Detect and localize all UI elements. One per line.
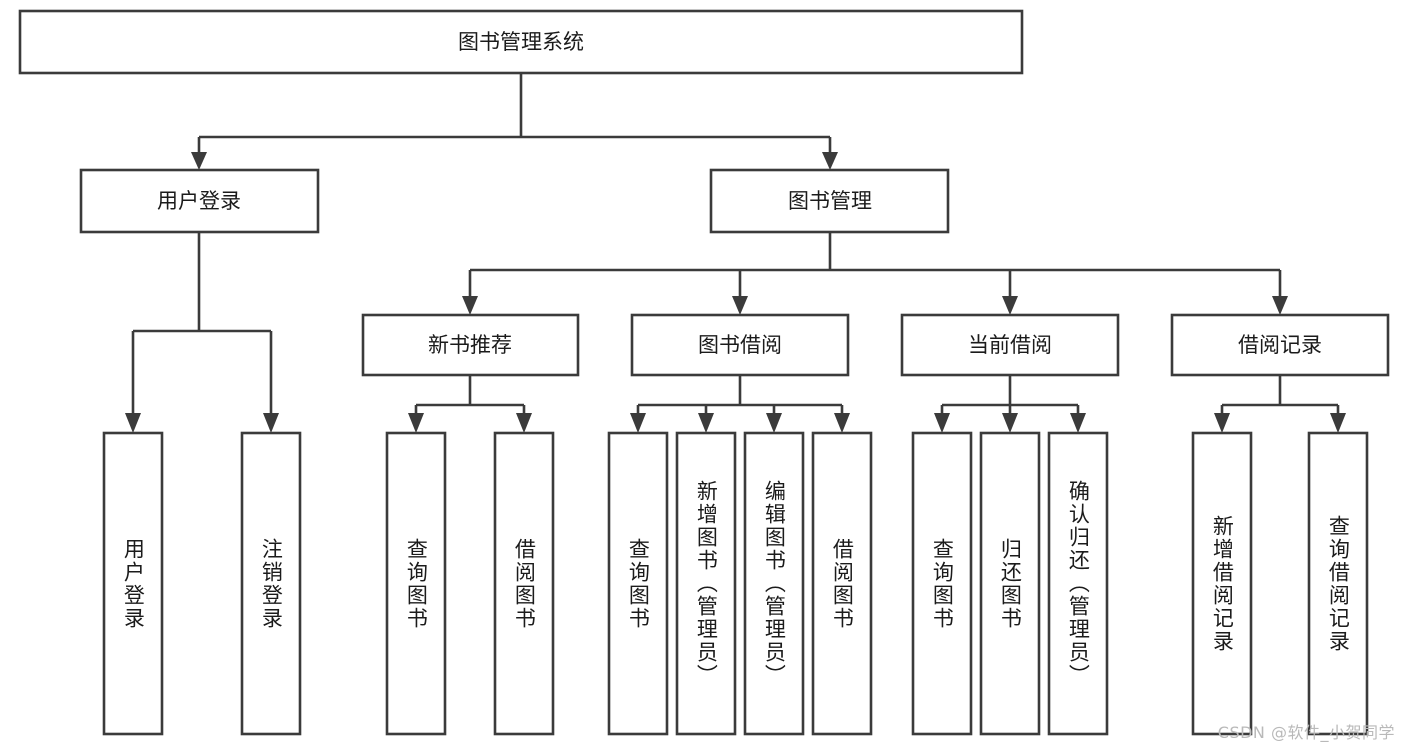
leaf-box-current-borrow-1[interactable] bbox=[911, 431, 973, 736]
arrowhead-level2-book-borrow bbox=[732, 296, 748, 315]
arrowhead-newbook-leaf-2 bbox=[516, 413, 532, 433]
node-book-manage-label: 图书管理 bbox=[788, 189, 872, 213]
leaf-box-user-login-1[interactable] bbox=[102, 431, 164, 736]
arrowhead-bookborrow-leaf-3 bbox=[766, 413, 782, 433]
node-new-book-recommend-box[interactable] bbox=[361, 313, 580, 377]
arrowhead-userlogin-leaf-1 bbox=[125, 413, 141, 433]
node-book-manage[interactable]: 图书管理 bbox=[709, 168, 950, 234]
node-root-system[interactable]: 图书管理系统 bbox=[18, 9, 1024, 75]
leaf-box-user-login-2[interactable] bbox=[240, 431, 302, 736]
arrowhead-currentborrow-leaf-2 bbox=[1002, 413, 1018, 433]
leaf-box-borrow-record-2[interactable] bbox=[1307, 431, 1369, 736]
leaf-box-book-borrow-4[interactable] bbox=[811, 431, 873, 736]
leaf-box-current-borrow-2[interactable] bbox=[979, 431, 1041, 736]
node-current-borrow-label: 当前借阅 bbox=[968, 333, 1052, 357]
node-user-login[interactable]: 用户登录 bbox=[79, 168, 320, 234]
node-root-system-label: 图书管理系统 bbox=[458, 30, 584, 54]
node-user-login-box[interactable] bbox=[79, 168, 320, 234]
arrowhead-user-login bbox=[191, 152, 207, 170]
node-book-borrow-box[interactable] bbox=[630, 313, 850, 377]
leaf-box-book-borrow-3[interactable] bbox=[743, 431, 805, 736]
connector-layer bbox=[125, 74, 1346, 433]
arrowhead-currentborrow-leaf-1 bbox=[934, 413, 950, 433]
arrowhead-userlogin-leaf-2 bbox=[263, 413, 279, 433]
node-borrow-record-box[interactable] bbox=[1170, 313, 1390, 377]
node-current-borrow-box[interactable] bbox=[900, 313, 1120, 377]
arrowhead-bookborrow-leaf-1 bbox=[630, 413, 646, 433]
node-user-login-label: 用户登录 bbox=[157, 189, 241, 213]
arrowhead-level2-borrow-record bbox=[1272, 296, 1288, 315]
node-book-manage-box[interactable] bbox=[709, 168, 950, 234]
leaf-box-layer bbox=[102, 431, 1369, 736]
arrowhead-borrowrecord-leaf-1 bbox=[1214, 413, 1230, 433]
arrowhead-level2-current-borrow bbox=[1002, 296, 1018, 315]
arrowhead-currentborrow-leaf-3 bbox=[1070, 413, 1086, 433]
arrowhead-book-manage bbox=[822, 152, 838, 170]
arrowhead-newbook-leaf-1 bbox=[408, 413, 424, 433]
node-borrow-record[interactable]: 借阅记录 bbox=[1170, 313, 1390, 377]
node-book-borrow[interactable]: 图书借阅 bbox=[630, 313, 850, 377]
node-new-book-recommend-label: 新书推荐 bbox=[428, 333, 512, 357]
node-borrow-record-label: 借阅记录 bbox=[1238, 333, 1322, 357]
leaf-box-new-book-2[interactable] bbox=[493, 431, 555, 736]
arrowhead-bookborrow-leaf-2 bbox=[698, 413, 714, 433]
leaf-box-current-borrow-3[interactable] bbox=[1047, 431, 1109, 736]
leaf-box-borrow-record-1[interactable] bbox=[1191, 431, 1253, 736]
leaf-box-book-borrow-1[interactable] bbox=[607, 431, 669, 736]
leaf-box-new-book-1[interactable] bbox=[385, 431, 447, 736]
node-new-book-recommend[interactable]: 新书推荐 bbox=[361, 313, 580, 377]
arrowhead-borrowrecord-leaf-2 bbox=[1330, 413, 1346, 433]
node-current-borrow[interactable]: 当前借阅 bbox=[900, 313, 1120, 377]
node-root-system-box[interactable] bbox=[18, 9, 1024, 75]
arrowhead-level2-new-book bbox=[462, 296, 478, 315]
arrowhead-bookborrow-leaf-4 bbox=[834, 413, 850, 433]
node-book-borrow-label: 图书借阅 bbox=[698, 333, 782, 357]
leaf-box-book-borrow-2[interactable] bbox=[675, 431, 737, 736]
